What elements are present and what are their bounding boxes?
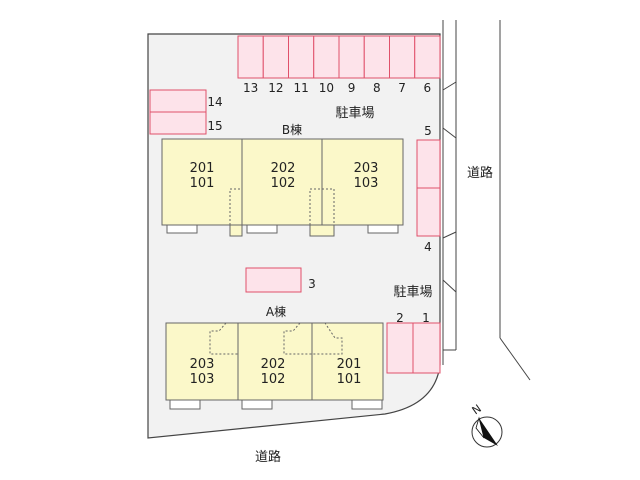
- road-lines: [442, 20, 531, 381]
- parking-slot-4: [416, 187, 441, 237]
- road-label-right: 道路: [466, 166, 494, 181]
- slot-label-2: 2: [396, 311, 404, 325]
- slot-label-13: 13: [242, 81, 259, 95]
- slot-label-14: 14: [207, 95, 223, 109]
- building-b: [161, 138, 404, 237]
- slot-label-5: 5: [424, 124, 432, 138]
- parking-slot-10: [313, 35, 340, 79]
- parking-slot-13: [237, 35, 264, 79]
- parking-slot-15: [149, 111, 207, 135]
- building-a: [165, 322, 384, 410]
- parking-slot-5: [416, 139, 441, 189]
- slot-label-8: 8: [373, 81, 381, 95]
- building-a-label: A棟: [265, 305, 287, 319]
- building-b-label: B棟: [281, 123, 303, 137]
- slot-label-4: 4: [424, 240, 432, 254]
- slot-label-9: 9: [347, 81, 356, 95]
- north-arrow-icon: [471, 416, 503, 448]
- slot-label-6: 6: [423, 81, 432, 95]
- parking-slot-14: [149, 89, 207, 113]
- slot-label-3: 3: [308, 277, 316, 291]
- parking-slot-6: [414, 35, 441, 79]
- parking-label-top: 駐車場: [335, 106, 375, 121]
- slot-label-7: 7: [398, 81, 406, 95]
- slot-label-11: 11: [293, 81, 309, 95]
- parking-slot-9: [338, 35, 365, 79]
- parking-label-bottom: 駐車場: [393, 285, 433, 300]
- parking-slot-1: [412, 322, 441, 374]
- parking-slot-3: [245, 267, 302, 293]
- parking-slot-2: [386, 322, 414, 374]
- parking-slot-7: [389, 35, 416, 79]
- parking-slot-11: [288, 35, 315, 79]
- slot-label-12: 12: [268, 81, 284, 95]
- parking-slot-12: [262, 35, 289, 79]
- slot-label-1: 1: [422, 311, 430, 325]
- slot-label-15: 15: [207, 119, 223, 133]
- slot-label-10: 10: [318, 81, 335, 95]
- parking-top: [237, 35, 441, 79]
- road-label-bottom: 道路: [254, 450, 282, 465]
- parking-slot-8: [363, 35, 390, 79]
